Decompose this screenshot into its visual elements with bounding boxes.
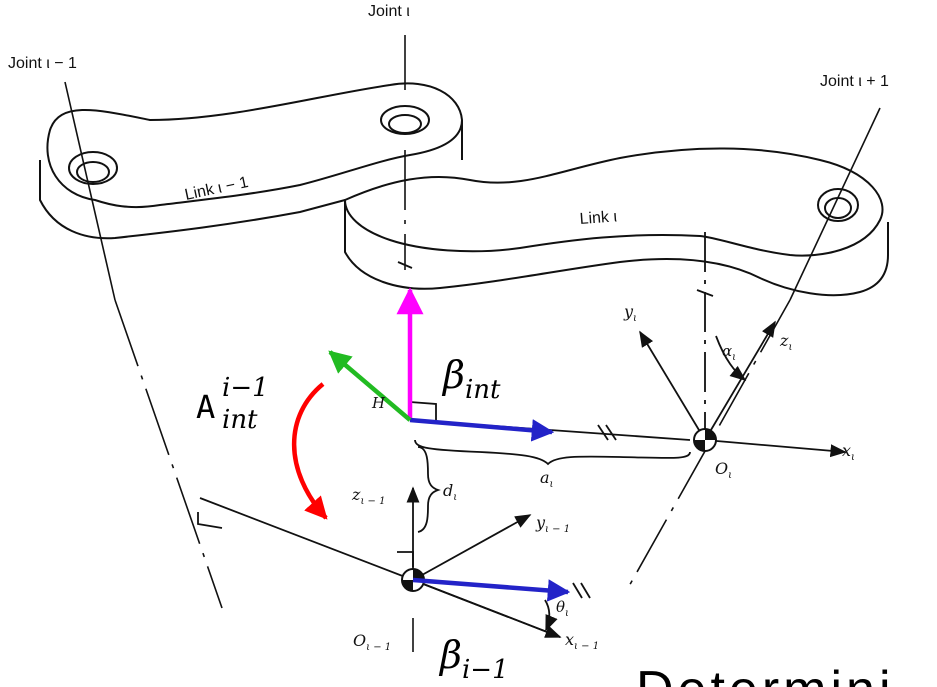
joint-hole-i <box>380 105 430 135</box>
label-x-i: xι <box>842 441 855 463</box>
joint-axis-i <box>404 35 414 652</box>
label-alpha-i: αι <box>722 342 736 363</box>
joint-hole-i-plus-1 <box>817 188 859 222</box>
joint-label-prev: Joint ι − 1 <box>8 55 77 72</box>
green-y-arrow <box>328 350 412 422</box>
frame-i-axes <box>639 320 847 458</box>
link-i <box>343 147 889 297</box>
frame-i-minus-1-axes <box>406 486 562 638</box>
label-d-i: dι <box>443 481 457 503</box>
common-normals <box>197 232 714 638</box>
joint-label-curr: Joint ι <box>368 3 410 20</box>
label-z-i-minus-1: zι − 1 <box>351 485 385 507</box>
label-y-i-minus-1: yι − 1 <box>535 513 570 535</box>
blue-x-arrow-i-minus-1 <box>412 577 571 602</box>
transform-A-sup: i−1 <box>222 373 269 403</box>
bottom-caption-text: Determini <box>636 661 895 687</box>
origin-i <box>693 428 717 452</box>
beta-int-label: βint <box>441 353 501 405</box>
joint-axis-i-plus-1 <box>627 107 881 589</box>
label-y-i: yι <box>623 302 637 324</box>
joint-axis-i-minus-1 <box>64 81 223 609</box>
transform-A-sub: int <box>222 405 258 435</box>
label-a-i: aι <box>540 468 554 490</box>
blue-x-arrow-int <box>409 417 555 442</box>
link-label-prev: Link ι − 1 <box>183 174 250 204</box>
joint-label-next: Joint ι + 1 <box>820 73 889 90</box>
label-theta-i: θι <box>556 598 569 619</box>
transform-A-label: A <box>196 388 215 426</box>
label-O-i-minus-1: Oι − 1 <box>353 631 391 653</box>
joint-hole-i-minus-1 <box>68 151 118 185</box>
label-x-i-minus-1: xι − 1 <box>565 630 599 652</box>
red-rotation-arrow <box>292 382 328 520</box>
link-i-minus-1 <box>39 82 464 240</box>
label-H: H <box>371 394 386 412</box>
link-label-curr: Link ι <box>579 208 618 228</box>
label-z-i: zι <box>779 331 792 353</box>
label-O-i: Oι <box>715 459 732 481</box>
beta-i-minus-1-label: βi−1 <box>438 633 509 685</box>
